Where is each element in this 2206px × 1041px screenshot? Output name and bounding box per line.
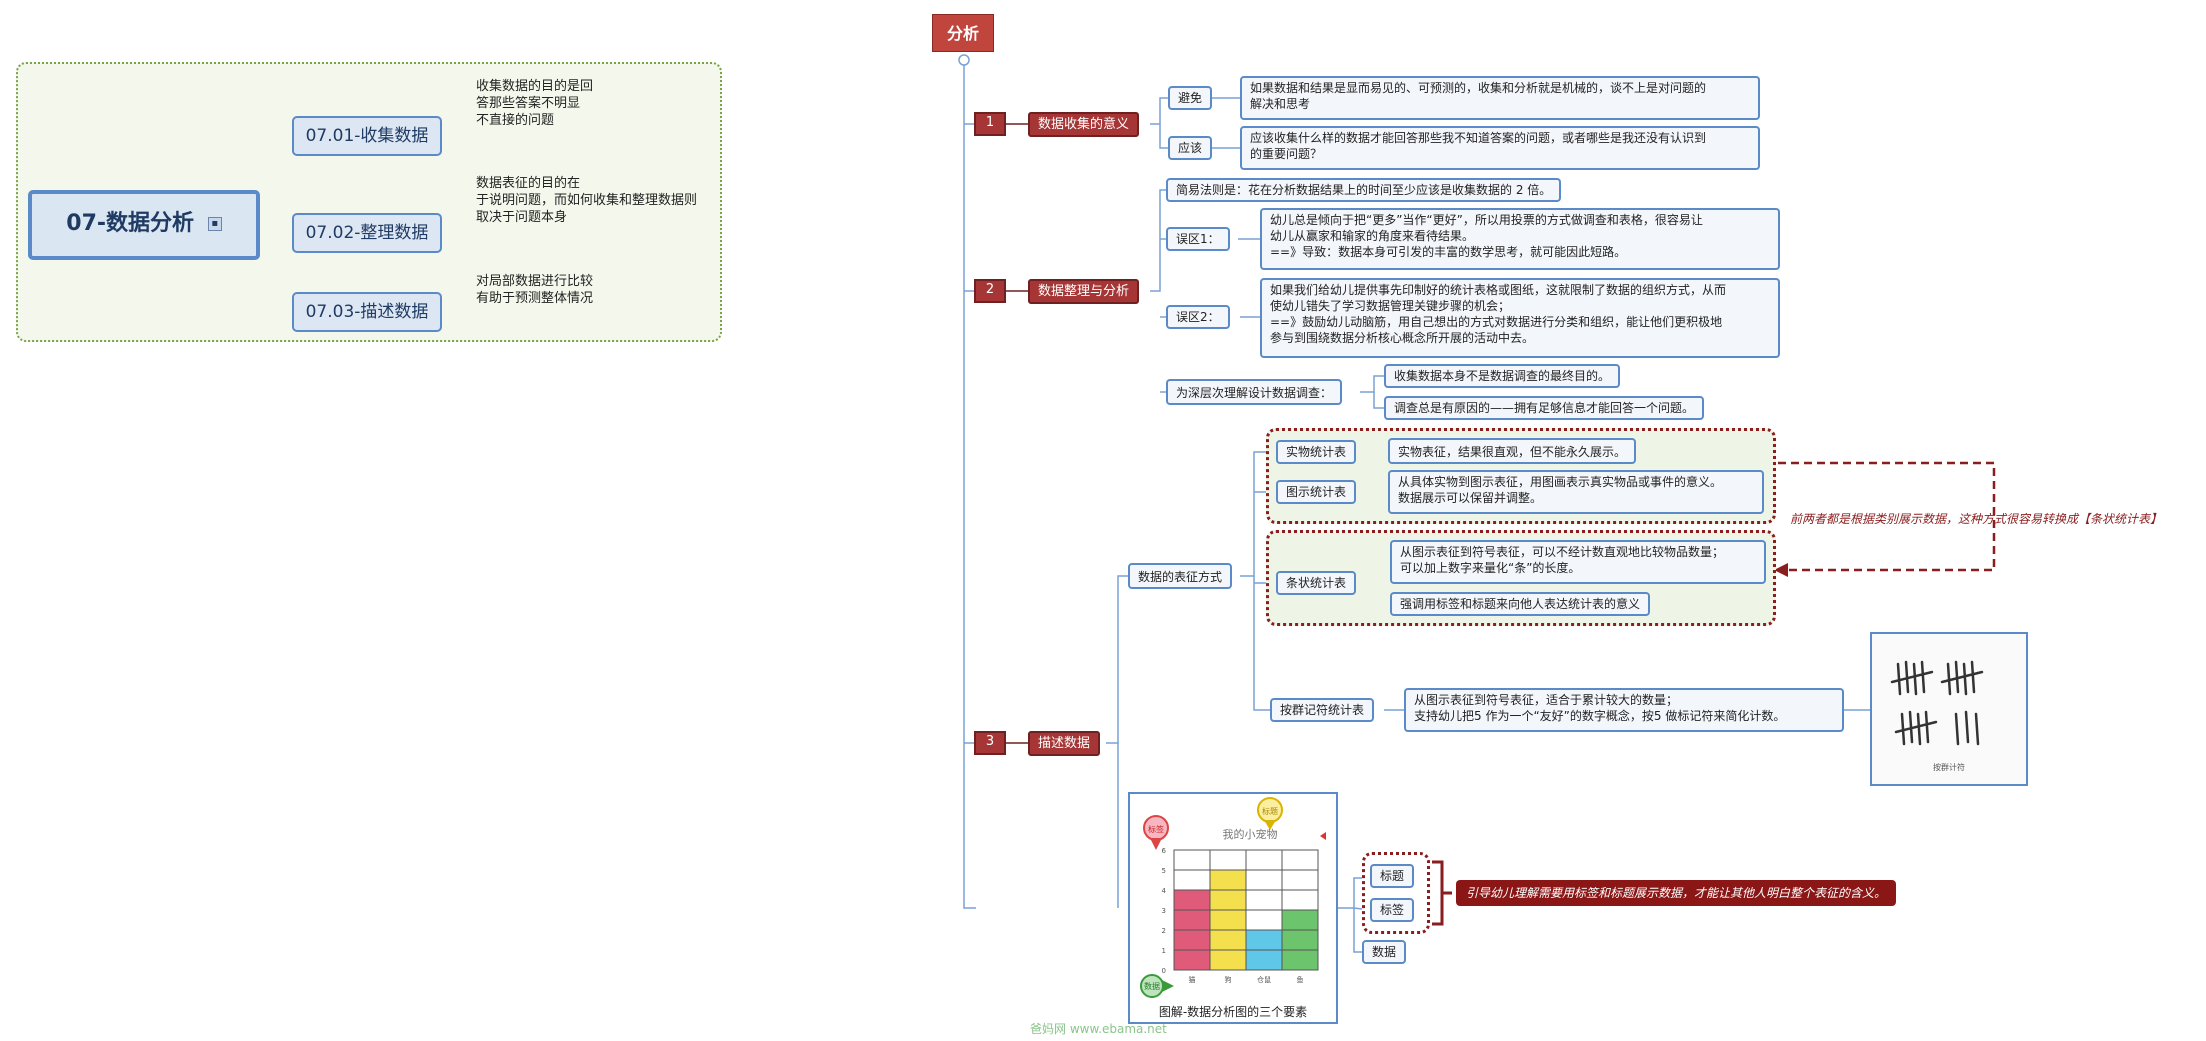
section-2-node[interactable]: 数据整理与分析 [1028, 279, 1140, 304]
tally-image-caption: 按群计符 [1933, 763, 1965, 772]
left-note-describe: 对局部数据进行比较 有助于预测整体情况 [476, 274, 594, 306]
chart-cell [1245, 849, 1283, 871]
design-item-2: 调查总是有原因的——拥有足够信息才能回答一个问题。 [1384, 396, 1705, 420]
chart-cell [1209, 869, 1247, 891]
chart-cell [1281, 869, 1319, 891]
pitfall-1-node[interactable]: 误区1： [1166, 227, 1230, 251]
chart-cell [1281, 929, 1319, 951]
element-label-node[interactable]: 标签 [1370, 898, 1415, 922]
chart-cell [1209, 849, 1247, 871]
tally-chart-detail: 从图示表征到符号表征，适合于累计较大的数量； 支持幼儿把5 作为一个“友好”的数… [1404, 688, 1844, 732]
chart-cell [1209, 949, 1247, 971]
element-data-node[interactable]: 数据 [1362, 940, 1407, 964]
object-chart-node[interactable]: 实物统计表 [1276, 440, 1357, 464]
y-tick-label: 2 [1162, 927, 1166, 935]
y-tick-label: 6 [1162, 847, 1167, 855]
tally-image: 按群计符 [1870, 632, 2028, 786]
pet-chart-svg: 猫 狗 仓鼠 鱼 0 1 2 3 4 5 6 标签 标题 数据 我的小宠物 [1140, 797, 1326, 998]
svg-text:标签: 标签 [1148, 824, 1164, 834]
right-root-node[interactable]: 分析 [932, 14, 994, 52]
design-survey-node[interactable]: 为深层次理解设计数据调查： [1166, 379, 1343, 405]
y-tick-label: 5 [1162, 867, 1166, 875]
bar-chart-detail-2: 强调用标签和标题来向他人表达统计表的意义 [1390, 592, 1651, 616]
label-pin-icon: 标签 [1143, 815, 1169, 850]
expand-icon[interactable]: ▪ [207, 217, 222, 231]
svg-text:数据: 数据 [1144, 981, 1160, 991]
y-tick-label: 0 [1162, 967, 1166, 975]
left-branch-describe[interactable]: 07.03-描述数据 [292, 292, 442, 332]
should-node[interactable]: 应该 [1168, 136, 1213, 160]
avoid-node[interactable]: 避免 [1168, 86, 1213, 110]
chart-cell [1281, 949, 1319, 971]
pointer-arrow-icon [1320, 832, 1326, 840]
y-tick-label: 4 [1162, 887, 1167, 895]
svg-text:我的小宠物: 我的小宠物 [1223, 827, 1278, 841]
bar-chart-detail-1: 从图示表征到符号表征，可以不经计数直观地比较物品数量； 可以加上数字来量化“条”… [1390, 540, 1766, 584]
section-1-number: 1 [974, 112, 1006, 136]
chart-cell [1209, 929, 1247, 951]
x-category-label: 鱼 [1297, 975, 1304, 984]
picture-chart-detail: 从具体实物到图示表征，用图画表示真实物品或事件的意义。 数据展示可以保留并调整。 [1388, 470, 1764, 514]
chart-cell [1173, 889, 1211, 911]
title-pin-icon: 标题 [1257, 797, 1283, 830]
chart-cell [1281, 909, 1319, 931]
chart-cell [1173, 869, 1211, 891]
left-root-node[interactable]: 07-数据分析 ▪ [28, 190, 260, 260]
bar-chart-node[interactable]: 条状统计表 [1276, 571, 1357, 595]
diagram-caption: 图解-数据分析图的三个要素 [1158, 1005, 1308, 1019]
chart-cell [1245, 869, 1283, 891]
data-pin-icon: 数据 [1140, 974, 1174, 998]
object-chart-detail: 实物表征，结果很直观，但不能永久展示。 [1388, 438, 1637, 464]
x-category-label: 猫 [1189, 975, 1196, 984]
chart-cell [1209, 909, 1247, 931]
section-2-number: 2 [974, 279, 1006, 303]
chart-cell [1245, 909, 1283, 931]
y-tick-label: 1 [1162, 947, 1166, 955]
chart-cell [1281, 889, 1319, 911]
chart-cell [1281, 849, 1319, 871]
representation-node[interactable]: 数据的表征方式 [1128, 563, 1233, 589]
chart-cell [1245, 949, 1283, 971]
pitfall-2-detail: 如果我们给幼儿提供事先印制好的统计表格或图纸，这就限制了数据的组织方式，从而 使… [1260, 278, 1780, 358]
chart-cell [1173, 949, 1211, 971]
left-note-collect: 收集数据的目的是回 答那些答案不明显 不直接的问题 [476, 79, 594, 128]
y-tick-label: 3 [1162, 907, 1166, 915]
pitfall-1-detail: 幼儿总是倾向于把“更多”当作“更好”，所以用投票的方式做调查和表格，很容易让 幼… [1260, 208, 1780, 270]
avoid-detail: 如果数据和结果是显而易见的、可预测的，收集和分析就是机械的，谈不上是对问题的 解… [1240, 76, 1760, 120]
chart-cell [1209, 889, 1247, 911]
section-3-number: 3 [974, 731, 1006, 755]
chart-cell [1173, 849, 1211, 871]
chart-cell [1173, 909, 1211, 931]
chart-cell [1245, 889, 1283, 911]
should-detail: 应该收集什么样的数据才能回答那些我不知道答案的问题，或者哪些是我还没有认识到 的… [1240, 126, 1760, 170]
design-item-1: 收集数据本身不是数据调查的最终目的。 [1384, 364, 1621, 388]
element-note: 引导幼儿理解需要用标签和标题展示数据，才能让其他人明白整个表征的含义。 [1456, 880, 1897, 906]
left-root-label: 07-数据分析 [66, 211, 195, 236]
x-category-label: 狗 [1225, 975, 1232, 984]
chart-cell [1245, 929, 1283, 951]
section-1-node[interactable]: 数据收集的意义 [1028, 112, 1140, 137]
left-branch-organize[interactable]: 07.02-整理数据 [292, 213, 442, 253]
tally-chart-node[interactable]: 按群记符统计表 [1270, 698, 1375, 722]
element-title-node[interactable]: 标题 [1370, 864, 1415, 888]
x-category-label: 仓鼠 [1257, 975, 1271, 984]
chart-elements-diagram: 猫 狗 仓鼠 鱼 0 1 2 3 4 5 6 标签 标题 数据 我的小宠物 图解-数据分析图的三个要… [1128, 792, 1338, 1024]
left-note-organize: 数据表征的目的在 于说明问题，而如何收集和整理数据则 取决于问题本身 [476, 176, 698, 225]
chart-cell [1173, 929, 1211, 951]
watermark: 爸妈网 www.ebama.net [1030, 1022, 1167, 1036]
picture-chart-node[interactable]: 图示统计表 [1276, 480, 1357, 504]
section-3-node[interactable]: 描述数据 [1028, 731, 1101, 756]
left-branch-collect[interactable]: 07.01-收集数据 [292, 116, 442, 156]
pitfall-2-node[interactable]: 误区2： [1166, 305, 1230, 329]
svg-text:标题: 标题 [1262, 806, 1278, 816]
simple-rule-node[interactable]: 简易法则是：花在分析数据结果上的时间至少应该是收集数据的 2 倍。 [1166, 178, 1562, 202]
category-callout: 前两者都是根据类别展示数据，这种方式很容易转换成【条状统计表】 [1790, 512, 2163, 526]
tally-marks-icon [1890, 660, 1984, 746]
